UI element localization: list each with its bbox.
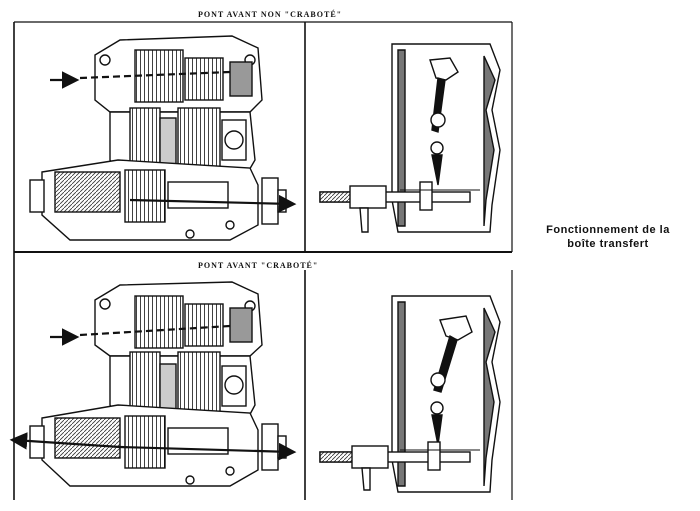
power-flow-top — [50, 70, 297, 213]
caption-line-1: Fonctionnement de la — [546, 224, 670, 236]
section-bottom — [319, 295, 501, 493]
frame-lines — [13, 21, 513, 500]
gearbox-top — [29, 35, 287, 241]
title-not-engaged: PONT AVANT NON "CRABOTÉ" — [198, 10, 343, 19]
caption-line-2: boîte transfert — [567, 238, 649, 250]
power-flow-bottom — [9, 324, 297, 461]
title-engaged: PONT AVANT "CRABOTÉ" — [198, 261, 319, 270]
figure-caption: Fonctionnement de la boîte transfert — [528, 223, 688, 251]
section-top — [319, 43, 501, 233]
gearbox-bottom — [29, 281, 287, 487]
